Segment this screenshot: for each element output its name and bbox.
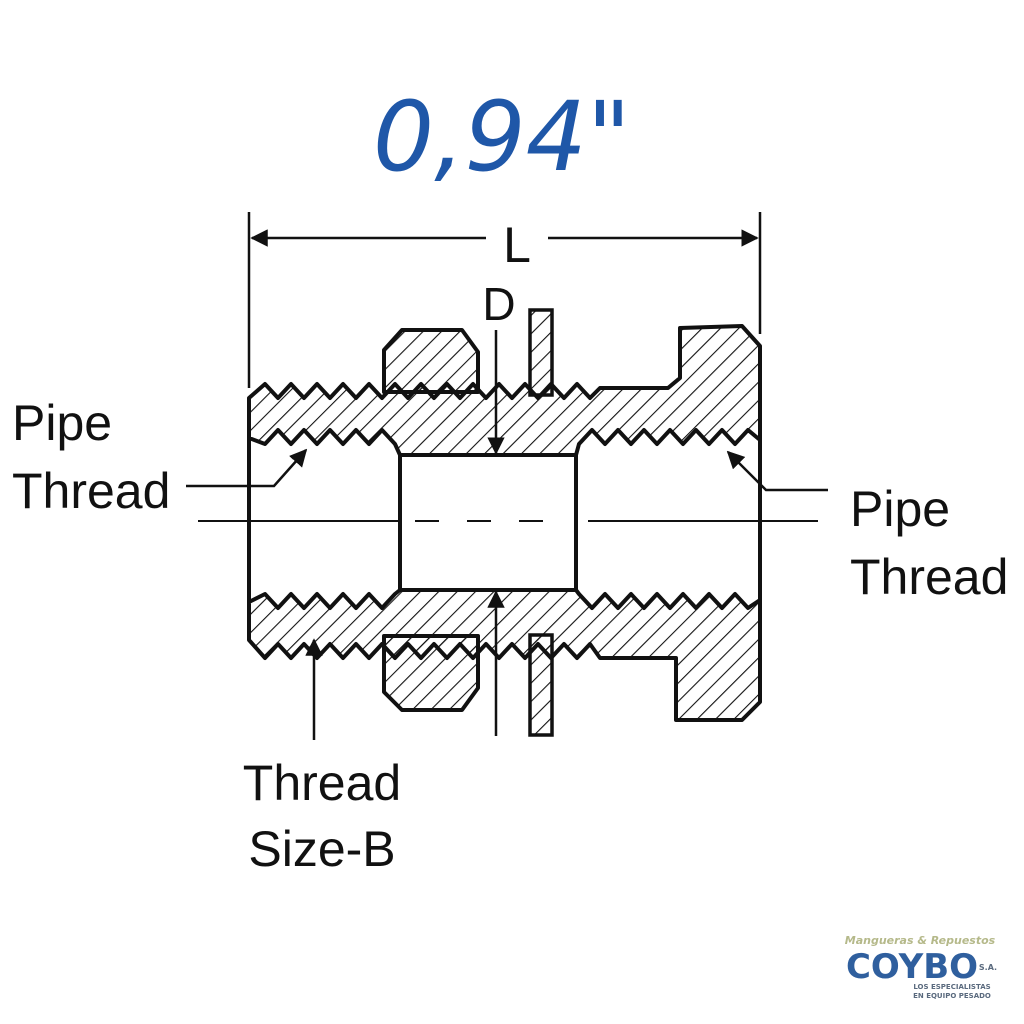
right-pipe-thread-callout: Pipe Thread	[726, 450, 1008, 605]
handwritten-dimension: 0,94"	[373, 81, 631, 193]
thread-size-callout: Thread Size-B	[243, 638, 401, 877]
diameter-label: D	[482, 278, 515, 330]
logo-brand: COYBO	[846, 947, 978, 987]
logo-suffix: S.A.	[979, 963, 997, 972]
length-dimension: L	[247, 212, 762, 388]
right-pipe-thread-label-line2: Thread	[850, 549, 1008, 605]
right-pipe-thread-label-line1: Pipe	[850, 481, 950, 537]
company-logo: Mangueras & Repuestos COYBO S.A. LOS ESP…	[845, 934, 997, 1000]
body-lower-wall	[247, 588, 762, 722]
thread-size-label-line2: Size-B	[248, 821, 395, 877]
hex-nut-top	[382, 328, 480, 394]
left-pipe-thread-label-line1: Pipe	[12, 395, 112, 451]
logo-tagline-bottom-line2: EN EQUIPO PESADO	[913, 992, 991, 1000]
bore-outline	[398, 453, 578, 592]
left-pipe-thread-label-line2: Thread	[12, 463, 170, 519]
logo-tagline-bottom-line1: LOS ESPECIALISTAS	[913, 983, 990, 991]
washer-top	[528, 308, 554, 397]
body-upper-wall	[247, 324, 762, 457]
diameter-dimension: D	[482, 278, 516, 736]
length-label: L	[503, 217, 531, 273]
logo-tagline-top: Mangueras & Repuestos	[845, 934, 996, 947]
thread-size-label-line1: Thread	[243, 755, 401, 811]
left-pipe-thread-callout: Pipe Thread	[12, 395, 308, 519]
